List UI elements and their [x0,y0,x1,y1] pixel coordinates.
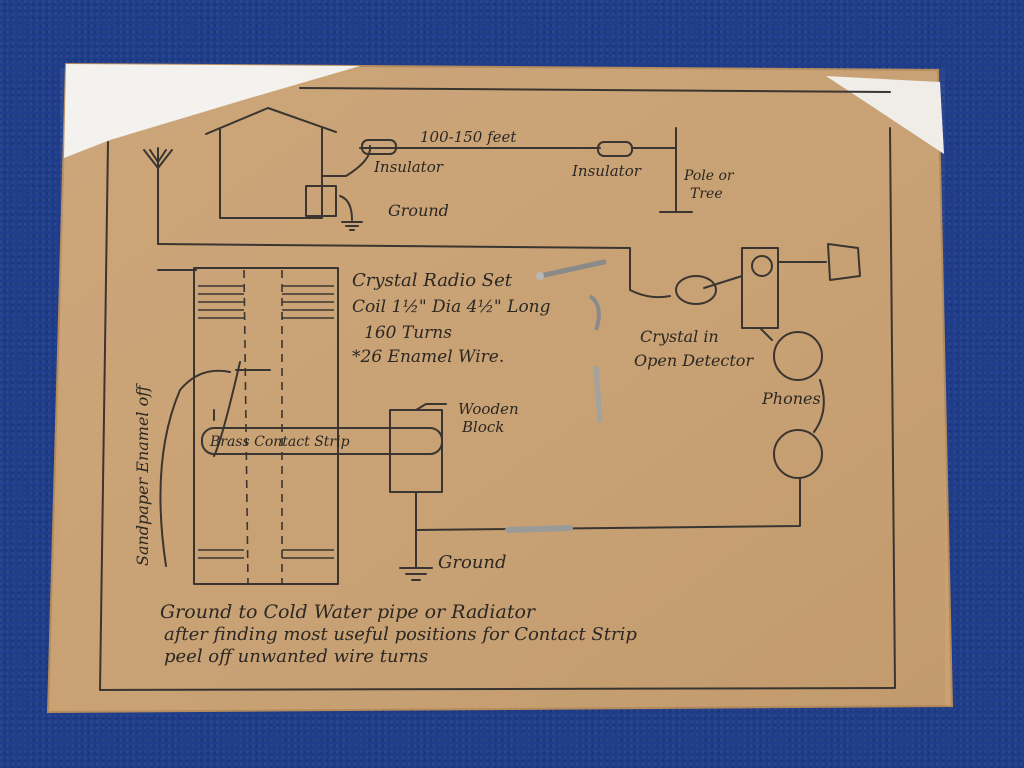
title-line-4: *26 Enamel Wire. [352,347,504,367]
crystal-detector [675,243,861,341]
sandpaper-arrow [159,369,231,567]
insulator-right-label: Insulator [571,162,642,180]
title-line-2: Coil 1½" Dia 4½" Long [352,297,551,317]
diagram-frame [99,87,896,691]
antenna-wire [339,127,693,231]
phones [773,331,825,479]
sandpaper-label: Sandpaper Enamel off [133,383,152,566]
wooden-label-1: Wooden [458,400,519,418]
ground-bottom-label: Ground [438,552,507,573]
house-drawing [205,107,372,219]
note-line-2: after finding most useful positions for … [164,624,637,645]
pole-label-2: Tree [690,186,723,202]
crystal-label-2: Open Detector [634,351,754,370]
insulator-left-label: Insulator [373,158,444,176]
antenna-symbol [143,147,671,299]
card-shading [60,68,945,708]
note-line-3: peel off unwanted wire turns [164,646,428,667]
coil-windings-bottom [198,549,334,559]
pole-label-1: Pole or [683,168,735,184]
ground-top-label: Ground [388,201,449,220]
phones-label: Phones [761,389,821,408]
metal-clips [505,259,607,533]
note-line-1: Ground to Cold Water pipe or Radiator [160,601,537,623]
coil-windings-top [198,285,334,319]
wooden-label-2: Block [461,418,504,436]
crystal-label-1: Crystal in [640,327,719,346]
title-line-3: 160 Turns [364,323,452,343]
antenna-length-label: 100-150 feet [420,128,517,146]
brass-strip-label: Brass Contact Strip [209,434,350,450]
title-line-1: Crystal Radio Set [352,270,513,291]
